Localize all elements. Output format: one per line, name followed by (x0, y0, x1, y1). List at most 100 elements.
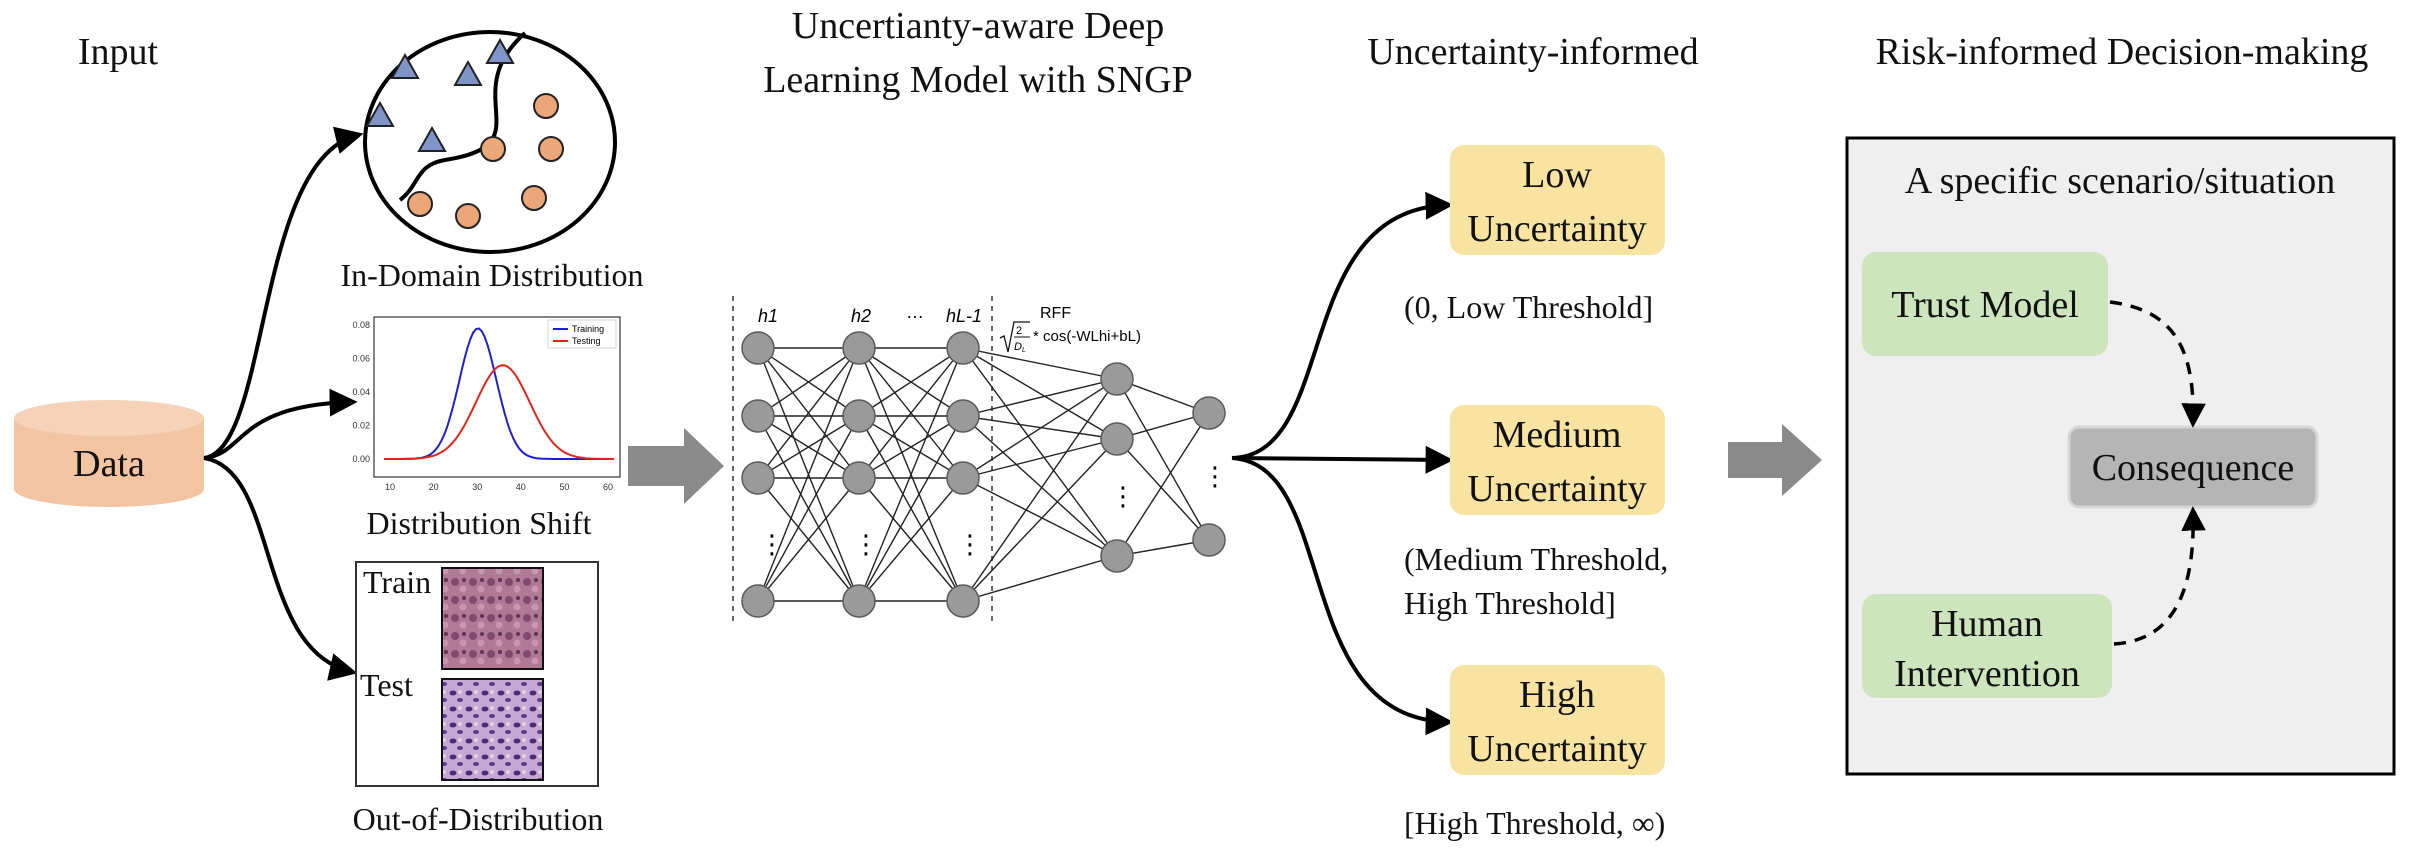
caption-in-domain: In-Domain Distribution (340, 257, 643, 293)
svg-text:2: 2 (1016, 325, 1022, 337)
dots-layer2: ⋮ (853, 529, 879, 559)
x-tick-label: 20 (429, 482, 439, 492)
svg-text:L: L (1022, 347, 1026, 354)
y-tick-label: 0.04 (352, 387, 370, 397)
medium-line2: Uncertainty (1467, 468, 1646, 510)
x-tick-label: 10 (385, 482, 395, 492)
data-cylinder: Data (14, 400, 204, 507)
ood-train-label: Train (363, 564, 431, 600)
sngp-network: h1 h2 … hL-1 RFF 2 D L * cos(-WLhi+bL) ⋮… (732, 296, 1228, 622)
trust-model-label: Trust Model (1891, 284, 2079, 326)
network-node (1192, 396, 1226, 430)
network-edge (858, 347, 964, 602)
series-testing-curve (384, 364, 614, 460)
layer-label-ellipsis: … (906, 302, 924, 322)
network-edge (962, 415, 1118, 557)
network-node (946, 584, 980, 618)
network-node (842, 461, 876, 495)
network-edge (757, 347, 860, 602)
network-node (842, 399, 876, 433)
low-uncertainty-box: Low Uncertainty (1450, 145, 1665, 255)
caption-ood: Out-of-Distribution (353, 801, 604, 837)
consequence-box: Consequence (2067, 425, 2319, 509)
arrow-human-to-consequence (2113, 506, 2206, 646)
y-tick-label: 0.02 (352, 421, 370, 431)
dots-layer3: ⋮ (957, 529, 983, 559)
network-node (1192, 523, 1226, 557)
arrow-data-to-ood (203, 456, 358, 681)
network-edge (962, 378, 1118, 602)
high-range: [High Threshold, ∞) (1404, 805, 1665, 841)
network-edge (962, 347, 1118, 380)
medium-range-line1: (Medium Threshold, (1404, 541, 1668, 577)
network-edge (757, 415, 860, 602)
network-edge (1116, 378, 1210, 541)
medium-line1: Medium (1493, 414, 1622, 456)
network-node (1100, 362, 1134, 396)
caption-distribution-shift: Distribution Shift (367, 505, 592, 541)
y-tick-label: 0.06 (352, 354, 370, 364)
human-line2: Intervention (1894, 653, 2080, 695)
network-edge (962, 415, 1118, 440)
high-line1: High (1519, 674, 1595, 716)
network-node (741, 399, 775, 433)
network-edge (962, 438, 1118, 479)
layer-label-hl1: hL-1 (946, 306, 982, 326)
layer-label-h2: h2 (851, 306, 871, 326)
network-edge (962, 378, 1118, 479)
x-tick-label: 50 (559, 482, 569, 492)
network-edge (962, 347, 1118, 557)
network-edge (962, 378, 1118, 417)
arrow-to-low (1231, 191, 1454, 460)
legend-testing: Testing (572, 336, 601, 346)
arrow-data-to-indomain (203, 126, 364, 460)
network-edge (962, 477, 1118, 557)
header-uncertainty: Uncertainty-informed (1367, 31, 1698, 73)
ood-panel: Train Test (355, 561, 599, 787)
arrow-to-high (1231, 456, 1454, 736)
human-line1: Human (1931, 603, 2043, 645)
dots-layer4: ⋮ (1110, 481, 1136, 511)
header-model-line1: Uncertianty-aware Deep (792, 5, 1164, 47)
network-edge (757, 415, 860, 479)
header-input: Input (78, 31, 159, 73)
legend-training: Training (572, 324, 604, 334)
y-tick-label: 0.00 (352, 454, 370, 464)
arrow-trust-to-consequence (2109, 300, 2206, 428)
test-tissue-image (441, 678, 544, 781)
network-edge (858, 415, 964, 479)
network-edge (757, 347, 860, 417)
header-decision: Risk-informed Decision-making (1876, 31, 2369, 73)
network-edge (858, 347, 964, 417)
gray-arrow-to-model (628, 428, 724, 504)
medium-range-line2: High Threshold] (1404, 585, 1616, 621)
layer-label-h1: h1 (758, 306, 778, 326)
network-edge (858, 477, 964, 602)
dots-layer1: ⋮ (759, 529, 785, 559)
network-node (741, 461, 775, 495)
rff-sqrt-fraction: 2 D L (999, 321, 1030, 354)
network-node (946, 461, 980, 495)
low-line1: Low (1522, 154, 1592, 196)
medium-uncertainty-box: Medium Uncertainty (1450, 405, 1665, 515)
network-node (1100, 539, 1134, 573)
high-uncertainty-box: High Uncertainty (1450, 665, 1665, 775)
network-node (842, 584, 876, 618)
network-node (842, 331, 876, 365)
arrow-data-to-shift (203, 388, 358, 460)
rff-formula: * cos(-WLhi+bL) (1033, 328, 1141, 345)
network-edge (1116, 438, 1210, 541)
network-node (946, 331, 980, 365)
network-edge (962, 555, 1118, 602)
ood-test-label: Test (360, 667, 413, 703)
network-node (741, 331, 775, 365)
trust-model-box: Trust Model (1862, 252, 2108, 356)
circle-markers (407, 93, 564, 229)
arrow-to-medium (1231, 445, 1454, 474)
header-model-line2: Learning Model with SNGP (763, 59, 1193, 101)
x-tick-label: 30 (472, 482, 482, 492)
network-edge (1116, 412, 1210, 557)
x-tick-label: 60 (603, 482, 613, 492)
in-domain-illustration (363, 30, 617, 254)
